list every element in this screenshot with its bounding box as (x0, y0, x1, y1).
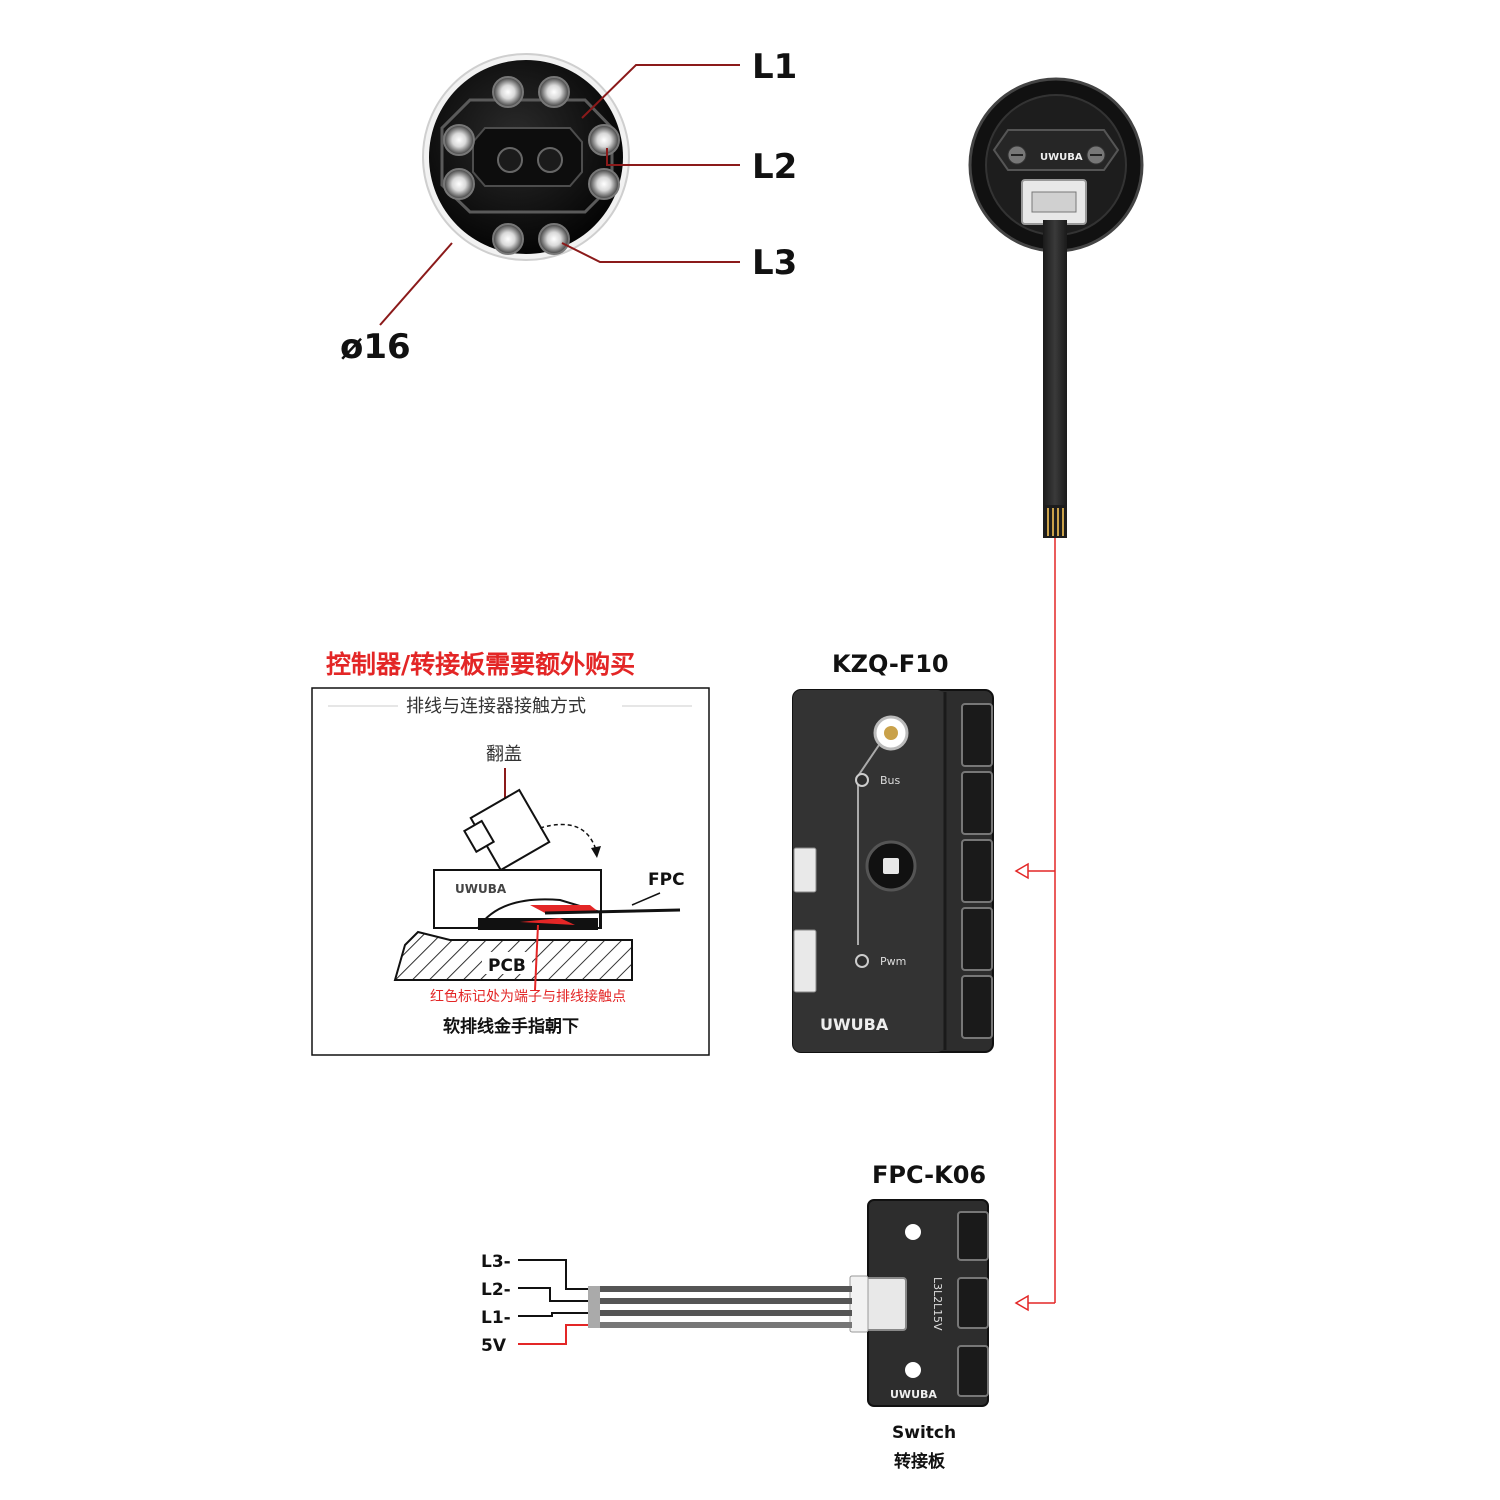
led-label-l3: L3 (752, 243, 797, 283)
sensor-rear-view: UWUBA (968, 77, 1144, 538)
connector-contact-diagram: 排线与连接器接触方式 翻盖 UWUBA FPC PCB 红色标记处为端子与排线接… (311, 687, 710, 1056)
adapter-brand-logo: UWUBA (890, 1388, 937, 1401)
flip-cover-label: 翻盖 (486, 744, 522, 765)
controller-fpc-ports (961, 703, 993, 1039)
controller-jst-port-1 (793, 847, 817, 893)
wire-label-l1: L1- (481, 1308, 511, 1328)
l2-leader (606, 148, 740, 166)
controller-board: Bus Pwm UWUBA (792, 689, 994, 1053)
contact-point-note: 红色标记处为端子与排线接触点 (430, 988, 626, 1005)
arrow-to-adapter (1014, 1294, 1029, 1312)
adapter-caption-en: Switch (892, 1423, 956, 1443)
wire-label-l2: L2- (481, 1280, 511, 1300)
diameter-leader (379, 242, 453, 326)
controller-brand-logo: UWUBA (820, 1015, 889, 1034)
purchase-notice: 控制器/转接板需要额外购买 (326, 650, 635, 679)
fpc-ribbon (1043, 220, 1067, 538)
wire-label-5v: 5V (481, 1336, 507, 1356)
led-label-l2: L2 (752, 147, 797, 187)
led-label-l1: L1 (752, 47, 797, 87)
l1-leader (581, 64, 740, 119)
adapter-jst-port (865, 1277, 907, 1331)
controller-jst-port-2 (793, 929, 817, 993)
adapter-model: FPC-K06 (872, 1161, 986, 1189)
l3-leader (561, 242, 740, 263)
connection-path (1014, 538, 1056, 1312)
wire-l1 (518, 1312, 588, 1317)
diagram-title: 排线与连接器接触方式 (406, 696, 586, 717)
adapter-caption-cn: 转接板 (894, 1451, 946, 1472)
adapter-silk-l1: L1 (931, 1303, 944, 1316)
wire-5v (518, 1324, 588, 1345)
adapter-silk-l3: L3 (931, 1277, 944, 1290)
wire-l3 (518, 1259, 588, 1290)
diameter-label: ø16 (340, 327, 411, 367)
diagram-brand-logo: UWUBA (455, 882, 507, 896)
wire-l2 (518, 1287, 588, 1302)
arrow-to-controller (1014, 862, 1029, 880)
controller-model: KZQ-F10 (832, 650, 949, 678)
controller-bus-label: Bus (880, 774, 901, 787)
wire-label-l3: L3- (481, 1252, 511, 1272)
gold-finger-note: 软排线金手指朝下 (443, 1016, 579, 1037)
sensor-front-view: L1 L2 L3 ø16 (340, 47, 797, 367)
rear-brand-logo: UWUBA (1040, 152, 1083, 163)
adapter-silk-l2: L2 (931, 1290, 944, 1303)
wire-harness: L3- L2- L1- 5V (481, 1252, 852, 1356)
fpc-label: FPC (648, 870, 685, 890)
led-array (443, 76, 620, 255)
controller-pwm-label: Pwm (880, 955, 906, 968)
adapter-silk-5v: 5V (931, 1316, 944, 1331)
pcb-label: PCB (488, 956, 526, 976)
adapter-board: L3 L2 L1 5V UWUBA (849, 1199, 989, 1407)
